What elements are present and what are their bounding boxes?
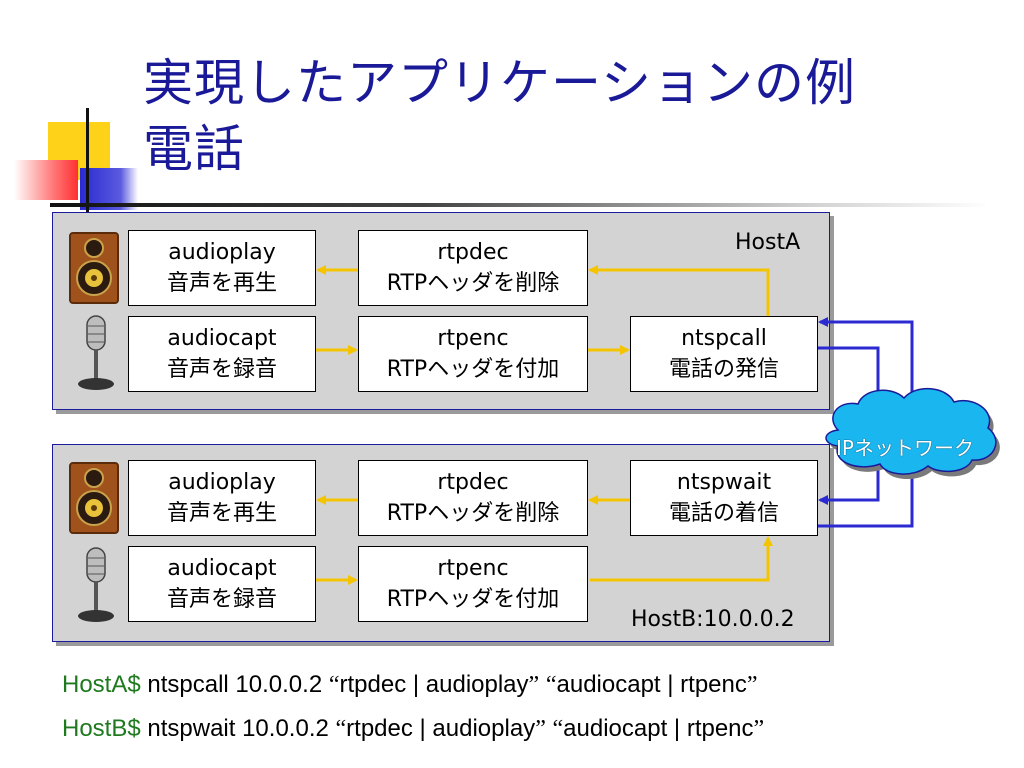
arrow-ntspcall-to-rtpdec bbox=[588, 265, 770, 316]
quote-open: “ bbox=[552, 716, 564, 742]
prompt: HostB$ bbox=[62, 715, 141, 742]
rtpdec-desc: RTPヘッダを削除 bbox=[386, 271, 560, 296]
speaker-icon bbox=[69, 232, 119, 304]
quote-open: “ bbox=[335, 716, 347, 742]
rtpenc-name: rtpenc bbox=[437, 556, 509, 581]
host-b-audiocapt-box: audiocapt 音声を録音 bbox=[128, 546, 316, 622]
ntspwait-name: ntspwait bbox=[676, 470, 772, 495]
arrow-rtpenc-to-ntspwait bbox=[590, 536, 773, 582]
host-a-ntspcall-box: ntspcall 電話の発信 bbox=[630, 316, 818, 392]
microphone-icon bbox=[78, 315, 114, 390]
host-a-rtpenc-box: rtpenc RTPヘッダを付加 bbox=[358, 316, 588, 392]
quote-close: ” bbox=[746, 672, 758, 698]
host-a-label: HostA bbox=[735, 230, 801, 255]
quote-close: ” bbox=[753, 716, 765, 742]
decor-red-square bbox=[14, 160, 78, 200]
argument: rtpdec | audioplay bbox=[346, 715, 536, 742]
speaker-icon bbox=[69, 462, 119, 534]
command: ntspcall 10.0.0.2 bbox=[147, 671, 323, 698]
host-a-audiocapt-box: audiocapt 音声を録音 bbox=[128, 316, 316, 392]
argument: rtpdec | audioplay bbox=[339, 671, 529, 698]
rtpenc-desc: RTPヘッダを付加 bbox=[386, 587, 560, 612]
audiocapt-desc: 音声を録音 bbox=[166, 587, 277, 612]
quote-open: “ bbox=[545, 672, 557, 698]
network-cloud bbox=[825, 387, 997, 475]
host-b-rtpdec-box: rtpdec RTPヘッダを削除 bbox=[358, 460, 588, 536]
audioplay-name: audioplay bbox=[168, 240, 276, 265]
rtpenc-name: rtpenc bbox=[437, 326, 509, 351]
argument: audiocapt | rtpenc bbox=[563, 715, 754, 742]
title-line-1: 実現したアプリケーションの例 bbox=[143, 54, 856, 112]
rtpdec-name: rtpdec bbox=[437, 470, 509, 495]
host-b-ntspwait-box: ntspwait 電話の着信 bbox=[630, 460, 818, 536]
ntspcall-name: ntspcall bbox=[681, 326, 767, 351]
host-a-audioplay-box: audioplay 音声を再生 bbox=[128, 230, 316, 306]
ntspcall-desc: 電話の発信 bbox=[668, 357, 779, 382]
quote-close: ” bbox=[535, 716, 546, 742]
prompt: HostA$ bbox=[62, 671, 141, 698]
audioplay-desc: 音声を再生 bbox=[166, 271, 277, 296]
rtpenc-desc: RTPヘッダを付加 bbox=[386, 357, 560, 382]
title-underline bbox=[50, 203, 990, 207]
host-b-audioplay-box: audioplay 音声を再生 bbox=[128, 460, 316, 536]
argument: audiocapt | rtpenc bbox=[556, 671, 747, 698]
decor-vertical-line bbox=[86, 108, 89, 216]
network-label: IPネットワーク bbox=[836, 436, 974, 460]
audiocapt-desc: 音声を録音 bbox=[166, 357, 277, 382]
command: ntspwait 10.0.0.2 bbox=[147, 715, 329, 742]
audiocapt-name: audiocapt bbox=[167, 556, 277, 581]
audiocapt-name: audiocapt bbox=[167, 326, 277, 351]
rtpdec-desc: RTPヘッダを削除 bbox=[386, 501, 560, 526]
quote-close: ” bbox=[528, 672, 540, 698]
quote-open: “ bbox=[328, 672, 340, 698]
slide-title: 実現したアプリケーションの例 電話 bbox=[143, 50, 856, 182]
title-line-2: 電話 bbox=[143, 120, 245, 178]
host-a-rtpdec-box: rtpdec RTPヘッダを削除 bbox=[358, 230, 588, 306]
rtpdec-name: rtpdec bbox=[437, 240, 509, 265]
host-b-label: HostB:10.0.0.2 bbox=[631, 607, 795, 632]
microphone-icon bbox=[78, 547, 114, 622]
command-line-host-a: HostA$ ntspcall 10.0.0.2 “rtpdec | audio… bbox=[62, 670, 758, 700]
audioplay-desc: 音声を再生 bbox=[166, 501, 277, 526]
host-b-rtpenc-box: rtpenc RTPヘッダを付加 bbox=[358, 546, 588, 622]
audioplay-name: audioplay bbox=[168, 470, 276, 495]
ntspwait-desc: 電話の着信 bbox=[668, 501, 779, 526]
command-line-host-b: HostB$ ntspwait 10.0.0.2 “rtpdec | audio… bbox=[62, 714, 764, 744]
